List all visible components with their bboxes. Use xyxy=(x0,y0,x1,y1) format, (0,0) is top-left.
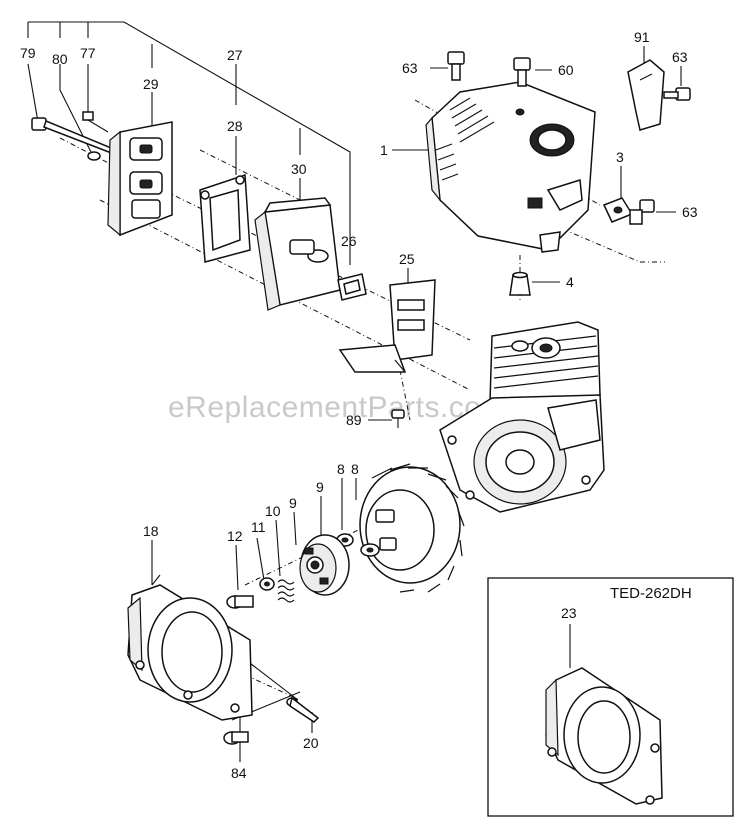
inset-title: TED-262DH xyxy=(610,585,692,602)
screw xyxy=(82,111,109,133)
callout-63-right: 63 xyxy=(672,49,688,65)
callout-80: 80 xyxy=(52,51,68,67)
callout-63-top: 63 xyxy=(402,60,418,76)
callout-8-b: 8 xyxy=(351,461,359,477)
callout-9-b: 9 xyxy=(316,479,324,495)
spring-washer xyxy=(259,577,275,591)
bracket xyxy=(627,59,665,131)
callout-10: 10 xyxy=(265,503,281,519)
callout-8-a: 8 xyxy=(337,461,345,477)
callout-26: 26 xyxy=(341,233,357,249)
flywheel xyxy=(359,463,465,593)
callout-9-a: 9 xyxy=(289,495,297,511)
callout-1: 1 xyxy=(380,142,388,158)
fan-cover xyxy=(127,574,253,721)
clutch-bolt xyxy=(226,595,254,609)
crankcase xyxy=(439,394,605,513)
callout-18: 18 xyxy=(143,523,159,539)
washer xyxy=(87,151,101,161)
callout-20: 20 xyxy=(303,735,319,751)
callout-30: 30 xyxy=(291,161,307,177)
small-gasket xyxy=(337,273,367,301)
cover-bolt-c xyxy=(629,199,655,225)
engine-cover xyxy=(425,81,596,253)
pin xyxy=(286,696,320,723)
muffler-cover xyxy=(107,121,173,237)
clutch-spring xyxy=(277,579,295,603)
callout-84: 84 xyxy=(231,765,247,781)
long-bolt xyxy=(31,117,118,155)
leader-lines xyxy=(27,21,682,762)
callout-4: 4 xyxy=(566,274,574,290)
callout-77: 77 xyxy=(80,45,96,61)
callout-23: 23 xyxy=(561,605,577,621)
callout-27: 27 xyxy=(227,47,243,63)
cover-screw xyxy=(223,731,249,745)
callout-12: 12 xyxy=(227,528,243,544)
muffler-body xyxy=(254,197,341,311)
callout-25: 25 xyxy=(399,251,415,267)
muffler-gasket xyxy=(199,173,251,263)
callout-89: 89 xyxy=(346,412,362,428)
grommet xyxy=(602,197,634,223)
callout-3: 3 xyxy=(616,149,624,165)
clutch-assembly xyxy=(299,534,350,596)
cover-bolt-b xyxy=(513,57,531,87)
callout-29: 29 xyxy=(143,76,159,92)
callout-79: 79 xyxy=(20,45,36,61)
inset-panel xyxy=(487,577,734,817)
callout-91: 91 xyxy=(634,29,650,45)
callout-labels: 79 80 77 29 27 28 30 26 25 63 60 91 63 1… xyxy=(20,29,698,781)
heat-shield xyxy=(338,279,436,373)
watermark-text: eReplacementParts.com xyxy=(168,391,507,424)
callout-60: 60 xyxy=(558,62,574,78)
cover-bolt-a xyxy=(447,51,465,81)
callout-11: 11 xyxy=(251,519,266,535)
callout-28: 28 xyxy=(227,118,243,134)
plug-cap xyxy=(509,271,531,296)
bracket-bolt xyxy=(663,87,691,101)
shield-bolt xyxy=(391,409,405,428)
callout-63-lower: 63 xyxy=(682,204,698,220)
